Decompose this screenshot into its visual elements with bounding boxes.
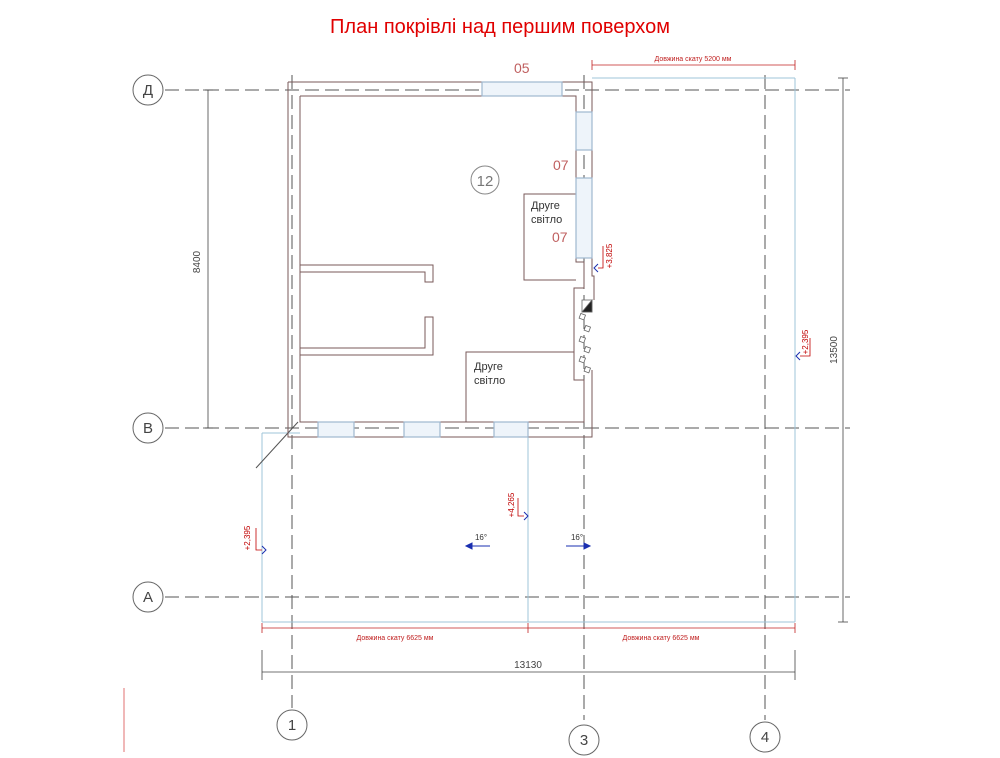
window-right-2 <box>575 177 593 259</box>
window-bottom-1 <box>317 421 355 438</box>
level-2395-right-text: +2,395 <box>801 329 810 354</box>
axis-label-a: А <box>143 589 153 606</box>
level-arrow-3825 <box>593 263 599 273</box>
room-number: 12 <box>477 173 494 190</box>
second-light-1-line2: світло <box>531 214 562 226</box>
room-number-bubble <box>470 165 500 195</box>
dim-bottom-slope-left-text: Довжина скату 6625 мм <box>357 635 434 642</box>
axis-bubble-3 <box>568 724 600 756</box>
level-mark-3825-leader <box>598 246 604 269</box>
level-mark-4265-leader <box>517 498 524 517</box>
window-top <box>481 81 563 97</box>
dim-left-vertical-text: 8400 <box>192 250 203 273</box>
second-light-void-2-outline <box>465 351 574 422</box>
slope-arrow-left-head <box>464 542 473 550</box>
slope-indicators <box>464 542 592 550</box>
slope-right-text: 16° <box>571 533 583 542</box>
window-label-07-b: 07 <box>552 229 568 245</box>
window-bottom-3 <box>493 421 529 438</box>
level-arrow-2395-right <box>795 351 801 361</box>
roof-diagonal <box>255 421 299 469</box>
dim-bottom-slope-right-text: Довжина скату 6625 мм <box>623 635 700 642</box>
wall-inner <box>299 95 585 423</box>
second-light-2-line2: світло <box>474 375 505 387</box>
axis-bubble-4 <box>749 721 781 753</box>
vent-shaft-1 <box>578 312 587 321</box>
second-light-1-line1: Друге <box>531 200 560 212</box>
axis-label-1: 1 <box>288 717 296 734</box>
level-marks <box>255 246 811 551</box>
roof-outline <box>261 77 796 623</box>
vent-shaft-main-fill <box>581 298 593 313</box>
slope-arrow-right-head <box>583 542 592 550</box>
wall-partition-lower <box>300 316 434 356</box>
level-arrow-4265 <box>523 511 529 521</box>
vent-shaft-5 <box>578 355 587 364</box>
level-4265-text: +4,265 <box>507 492 516 517</box>
vent-shaft-4 <box>583 345 592 354</box>
window-right-1 <box>575 111 593 151</box>
level-2395-left-text: +2,395 <box>243 525 252 550</box>
window-label-05: 05 <box>514 60 530 76</box>
wall-outer <box>287 81 595 438</box>
level-arrows <box>261 263 801 555</box>
vent-shaft-3 <box>578 335 587 344</box>
axis-label-v: В <box>143 420 153 437</box>
slope-left-text: 16° <box>475 533 487 542</box>
axis-bubbles <box>132 74 781 756</box>
window-bottom-2 <box>403 421 441 438</box>
dim-top-slope-text: Довжина скату 5200 мм <box>655 56 732 63</box>
axis-bubble-1 <box>276 709 308 741</box>
walls <box>287 81 595 438</box>
level-mark-2395-left-leader <box>255 528 262 551</box>
level-mark-2395-right-leader <box>800 338 811 357</box>
vent-shaft-6 <box>583 365 592 374</box>
wall-partition-upper <box>300 264 434 283</box>
plan-title: План покрівлі над першим поверхом <box>330 16 670 38</box>
window-label-07-a: 07 <box>553 157 569 173</box>
axis-label-d: Д <box>143 82 153 99</box>
level-3825-text: +3,825 <box>605 243 614 268</box>
dimensions <box>261 60 796 633</box>
second-light-void-1-outline <box>523 193 576 281</box>
dim-bottom-total-text: 13130 <box>514 660 542 671</box>
vent-shaft-2 <box>583 324 592 333</box>
axis-label-4: 4 <box>761 729 769 746</box>
dim-right-vertical-text: 13500 <box>829 336 840 364</box>
axis-label-3: 3 <box>580 732 588 749</box>
axis-lines <box>165 75 850 720</box>
windows <box>317 81 593 438</box>
dimensions-gray <box>203 77 848 680</box>
axis-bubble-d <box>132 74 164 106</box>
second-light-2-line1: Друге <box>474 361 503 373</box>
axis-bubble-a <box>132 581 164 613</box>
vent-shaft-group <box>578 298 593 374</box>
level-arrow-2395-left <box>261 545 267 555</box>
axis-bubble-v <box>132 412 164 444</box>
